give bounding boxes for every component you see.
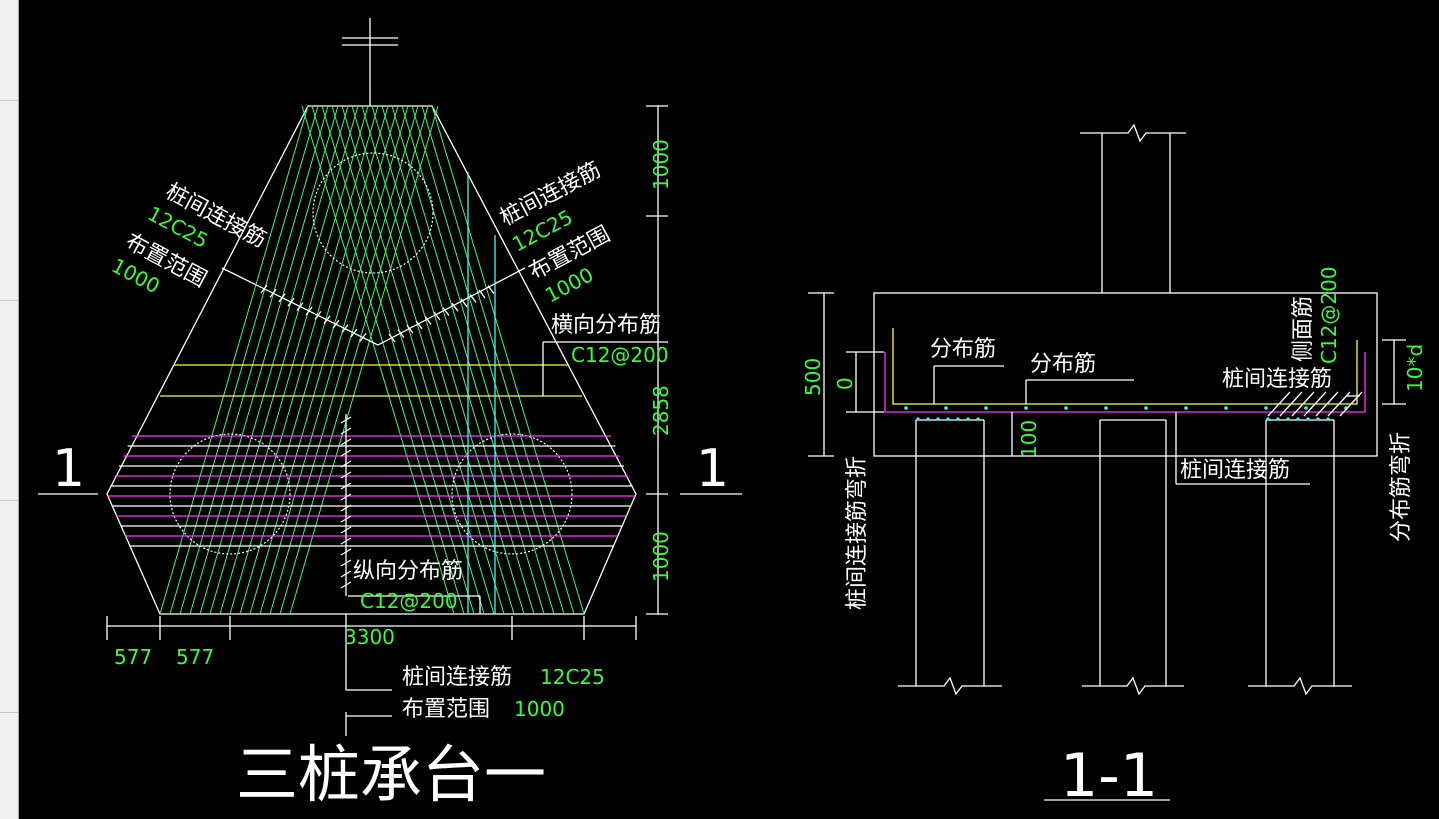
pile-circle-right xyxy=(451,433,573,555)
pile-circle-left xyxy=(169,433,291,555)
sec-right-dim: 10*d xyxy=(1403,344,1427,392)
section-mark-left: 1 xyxy=(52,439,85,499)
transverse-spec: C12@200 xyxy=(571,343,669,367)
dim-width: 3300 xyxy=(344,625,395,649)
dim-middle: 2858 xyxy=(649,385,673,436)
sec-dim-cover: 100 xyxy=(1017,420,1041,458)
dim-bottom: 1000 xyxy=(649,531,673,582)
section-title: 1-1 xyxy=(1060,741,1158,811)
bottom-range-label: 布置范围 xyxy=(402,697,490,722)
section-1-1: 分布筋 分布筋 桩间连接筋 桩间连接筋 侧面筋 C12@200 桩间连接筋弯折 … xyxy=(801,123,1427,811)
sec-tie-top: 桩间连接筋 xyxy=(1222,367,1332,392)
pile-circle-top xyxy=(312,152,434,274)
dim-top: 1000 xyxy=(649,139,673,190)
sec-side-spec: C12@200 xyxy=(1317,266,1341,364)
sec-tie-bottom: 桩间连接筋 xyxy=(1180,458,1290,483)
sec-dist-bar-1: 分布筋 xyxy=(930,337,996,362)
sec-dim-height: 500 xyxy=(801,358,825,396)
rebar-band-left xyxy=(159,105,439,615)
sec-side-bar: 侧面筋 xyxy=(1291,296,1316,362)
left-tool-strip[interactable] xyxy=(0,0,19,819)
sec-dist-bar-2: 分布筋 xyxy=(1030,352,1096,377)
plan-title: 三桩承台一 xyxy=(236,738,546,811)
drawing-canvas[interactable]: 1 1 桩间连接筋 xyxy=(19,0,1439,819)
sec-dim-zero: 0 xyxy=(833,377,857,390)
sec-bend-right: 分布筋弯折 xyxy=(1389,432,1414,542)
longitudinal-label: 纵向分布筋 xyxy=(353,559,463,584)
bottom-tie-label: 桩间连接筋 xyxy=(402,665,512,690)
bottom-range-value: 1000 xyxy=(514,697,565,721)
bottom-tie-spec: 12C25 xyxy=(540,665,605,689)
transverse-label: 横向分布筋 xyxy=(551,313,661,338)
pile-cap-plan: 1 1 桩间连接筋 xyxy=(38,18,742,811)
sec-bend-left: 桩间连接筋弯折 xyxy=(845,456,870,610)
longitudinal-spec: C12@200 xyxy=(360,589,458,613)
rebar-band-horizontal xyxy=(107,435,636,547)
section-mark-right: 1 xyxy=(696,439,729,499)
rebar-band-right xyxy=(301,105,585,615)
dim-left-1: 577 xyxy=(114,645,152,669)
cap-section-outline xyxy=(873,292,1378,457)
dim-left-2: 577 xyxy=(176,645,214,669)
